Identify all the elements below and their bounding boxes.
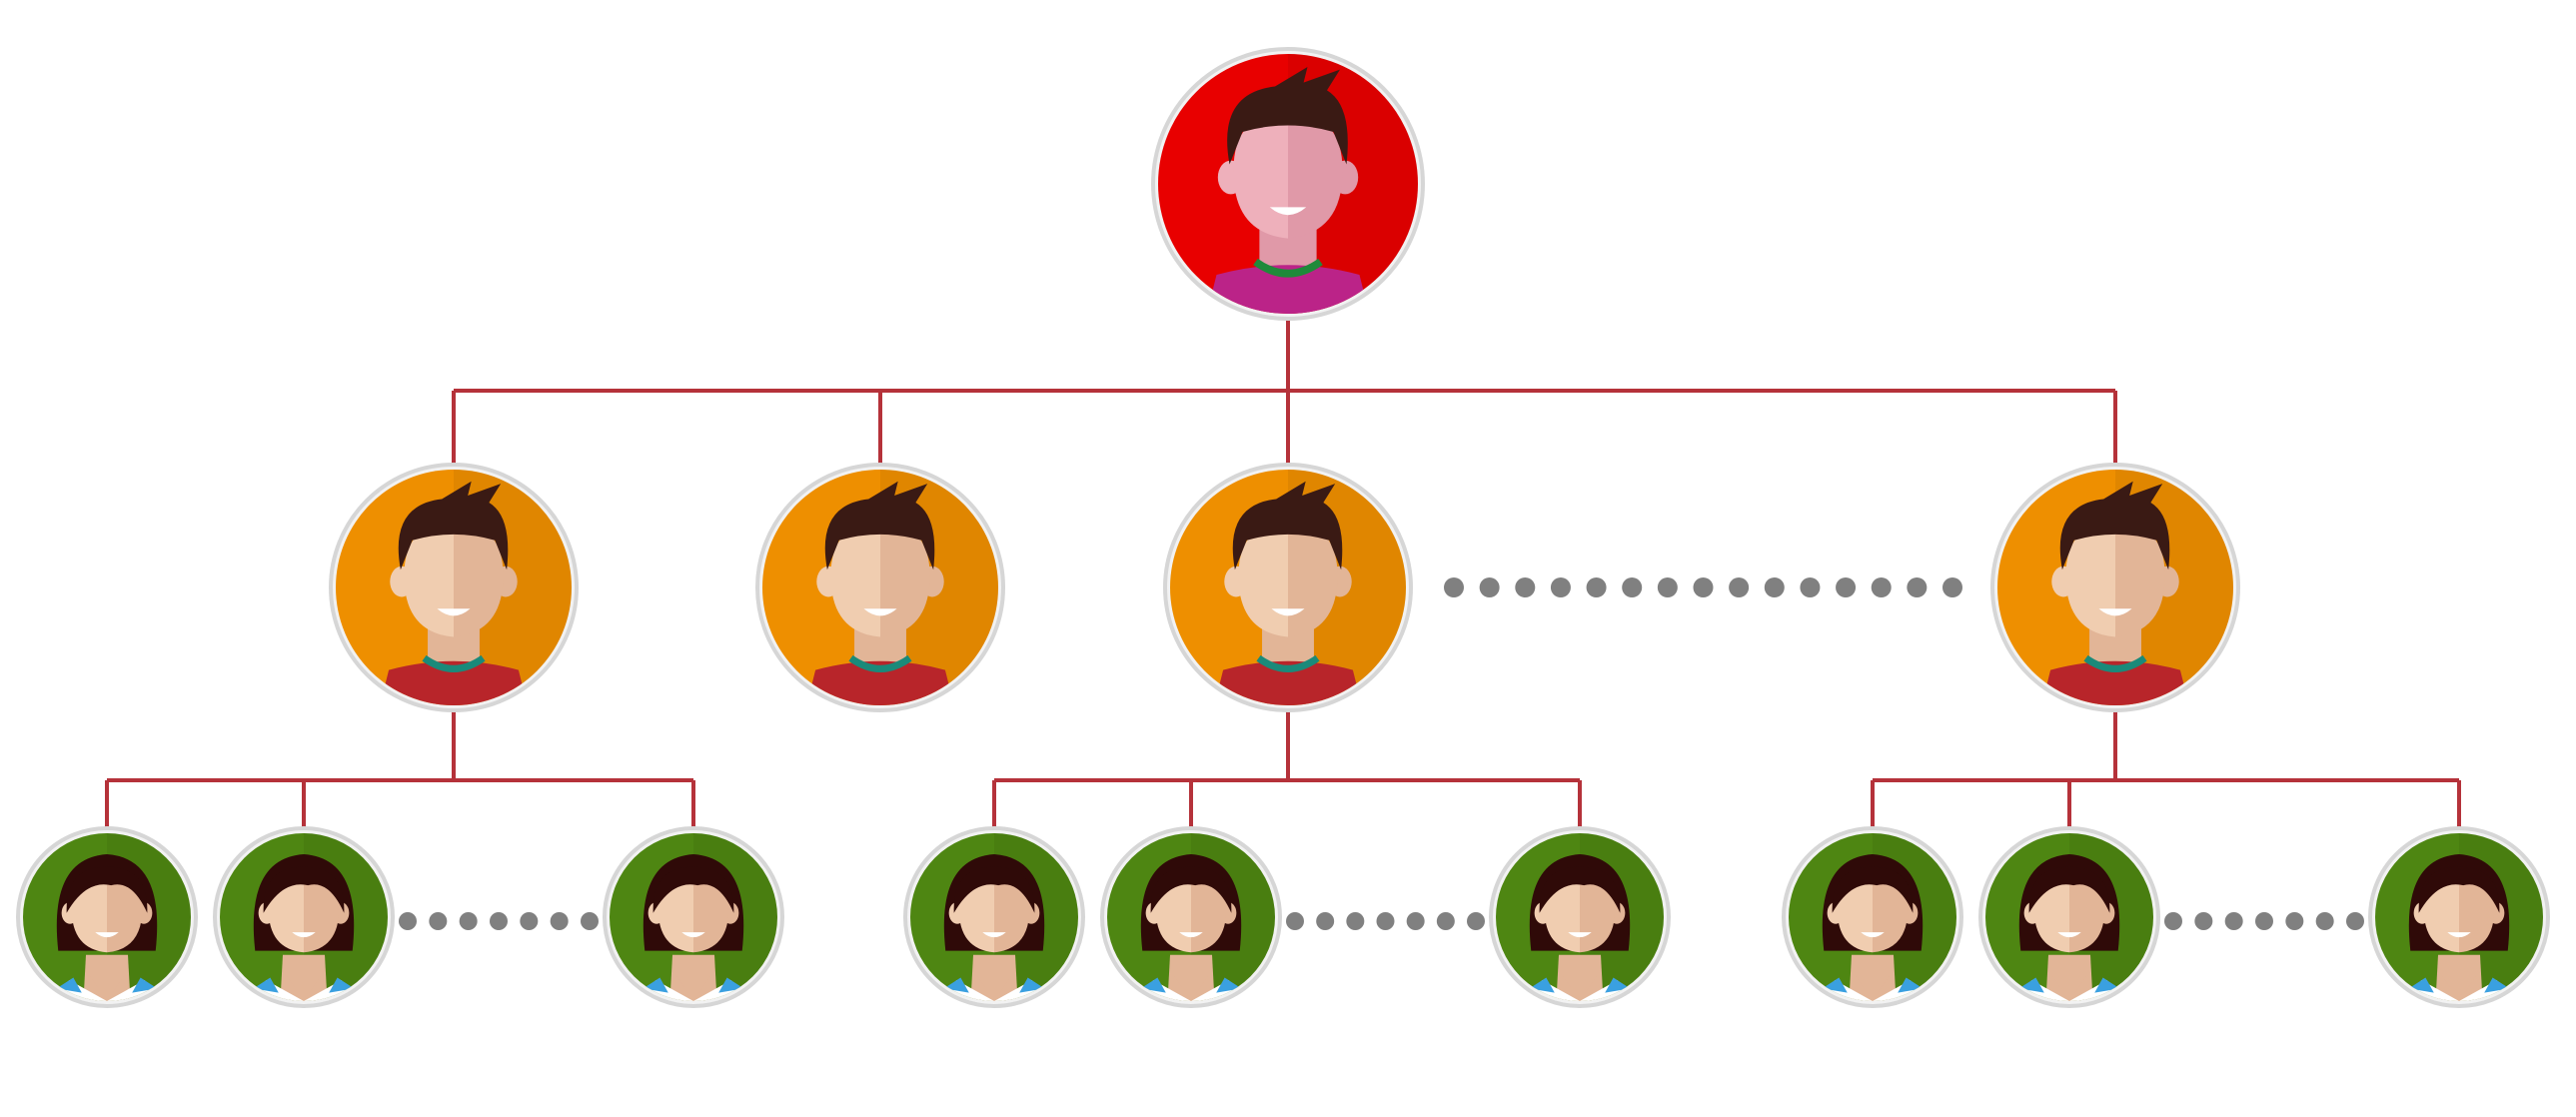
ellipsis-dot bbox=[2346, 912, 2364, 930]
ellipsis-dot bbox=[550, 912, 569, 930]
ellipsis-dot bbox=[1586, 577, 1607, 597]
ellipsis-dots bbox=[399, 912, 599, 930]
ellipsis-dot bbox=[399, 912, 417, 930]
nodes bbox=[16, 47, 2550, 1008]
ellipsis-dot bbox=[2315, 912, 2334, 930]
male-avatar-icon bbox=[329, 463, 579, 712]
ellipsis-dot bbox=[1515, 577, 1536, 597]
male-avatar-icon bbox=[755, 463, 1005, 712]
female-avatar-icon bbox=[1100, 826, 1282, 1008]
ellipsis-dot bbox=[459, 912, 478, 930]
ellipsis-dot bbox=[429, 912, 448, 930]
ellipsis-groups bbox=[399, 577, 2364, 930]
ellipsis-dots bbox=[1286, 912, 1485, 930]
female-avatar-icon bbox=[1489, 826, 1671, 1008]
ellipsis-dot bbox=[2164, 912, 2182, 930]
ellipsis-dot bbox=[1693, 577, 1714, 597]
ellipsis-dot bbox=[1729, 577, 1750, 597]
ellipsis-dot bbox=[1942, 577, 1962, 597]
male-avatar-icon bbox=[1990, 463, 2240, 712]
male-avatar-icon bbox=[1163, 463, 1413, 712]
ellipsis-dot bbox=[490, 912, 508, 930]
ellipsis-dot bbox=[1286, 912, 1304, 930]
ellipsis-dot bbox=[1800, 577, 1821, 597]
ellipsis-dot bbox=[1436, 912, 1455, 930]
ellipsis-dot bbox=[1346, 912, 1365, 930]
ellipsis-dot bbox=[1467, 912, 1485, 930]
connectors bbox=[105, 314, 2461, 833]
female-avatar-icon bbox=[603, 826, 784, 1008]
ellipsis-dot bbox=[1657, 577, 1678, 597]
ellipsis-dot bbox=[1764, 577, 1785, 597]
female-avatar-icon bbox=[903, 826, 1085, 1008]
ellipsis-dot bbox=[1316, 912, 1335, 930]
female-avatar-icon bbox=[2368, 826, 2550, 1008]
ellipsis-dot bbox=[2194, 912, 2213, 930]
ellipsis-dot bbox=[520, 912, 539, 930]
ellipsis-dot bbox=[1550, 577, 1571, 597]
ellipsis-dots bbox=[1444, 577, 1962, 597]
ellipsis-dot bbox=[1444, 577, 1464, 597]
female-avatar-icon bbox=[1782, 826, 1963, 1008]
ellipsis-dot bbox=[1479, 577, 1500, 597]
ellipsis-dot bbox=[2285, 912, 2304, 930]
ellipsis-dot bbox=[2224, 912, 2243, 930]
ellipsis-dot bbox=[1622, 577, 1643, 597]
ellipsis-dot bbox=[1871, 577, 1892, 597]
female-avatar-icon bbox=[213, 826, 395, 1008]
ellipsis-dot bbox=[1836, 577, 1857, 597]
ellipsis-dot bbox=[1907, 577, 1928, 597]
female-avatar-icon bbox=[16, 826, 198, 1008]
ellipsis-dot bbox=[581, 912, 599, 930]
ellipsis-dot bbox=[2255, 912, 2273, 930]
female-avatar-icon bbox=[1978, 826, 2160, 1008]
ellipsis-dots bbox=[2164, 912, 2364, 930]
ellipsis-dot bbox=[1406, 912, 1425, 930]
male-avatar-icon bbox=[1151, 47, 1425, 321]
ellipsis-dot bbox=[1376, 912, 1395, 930]
